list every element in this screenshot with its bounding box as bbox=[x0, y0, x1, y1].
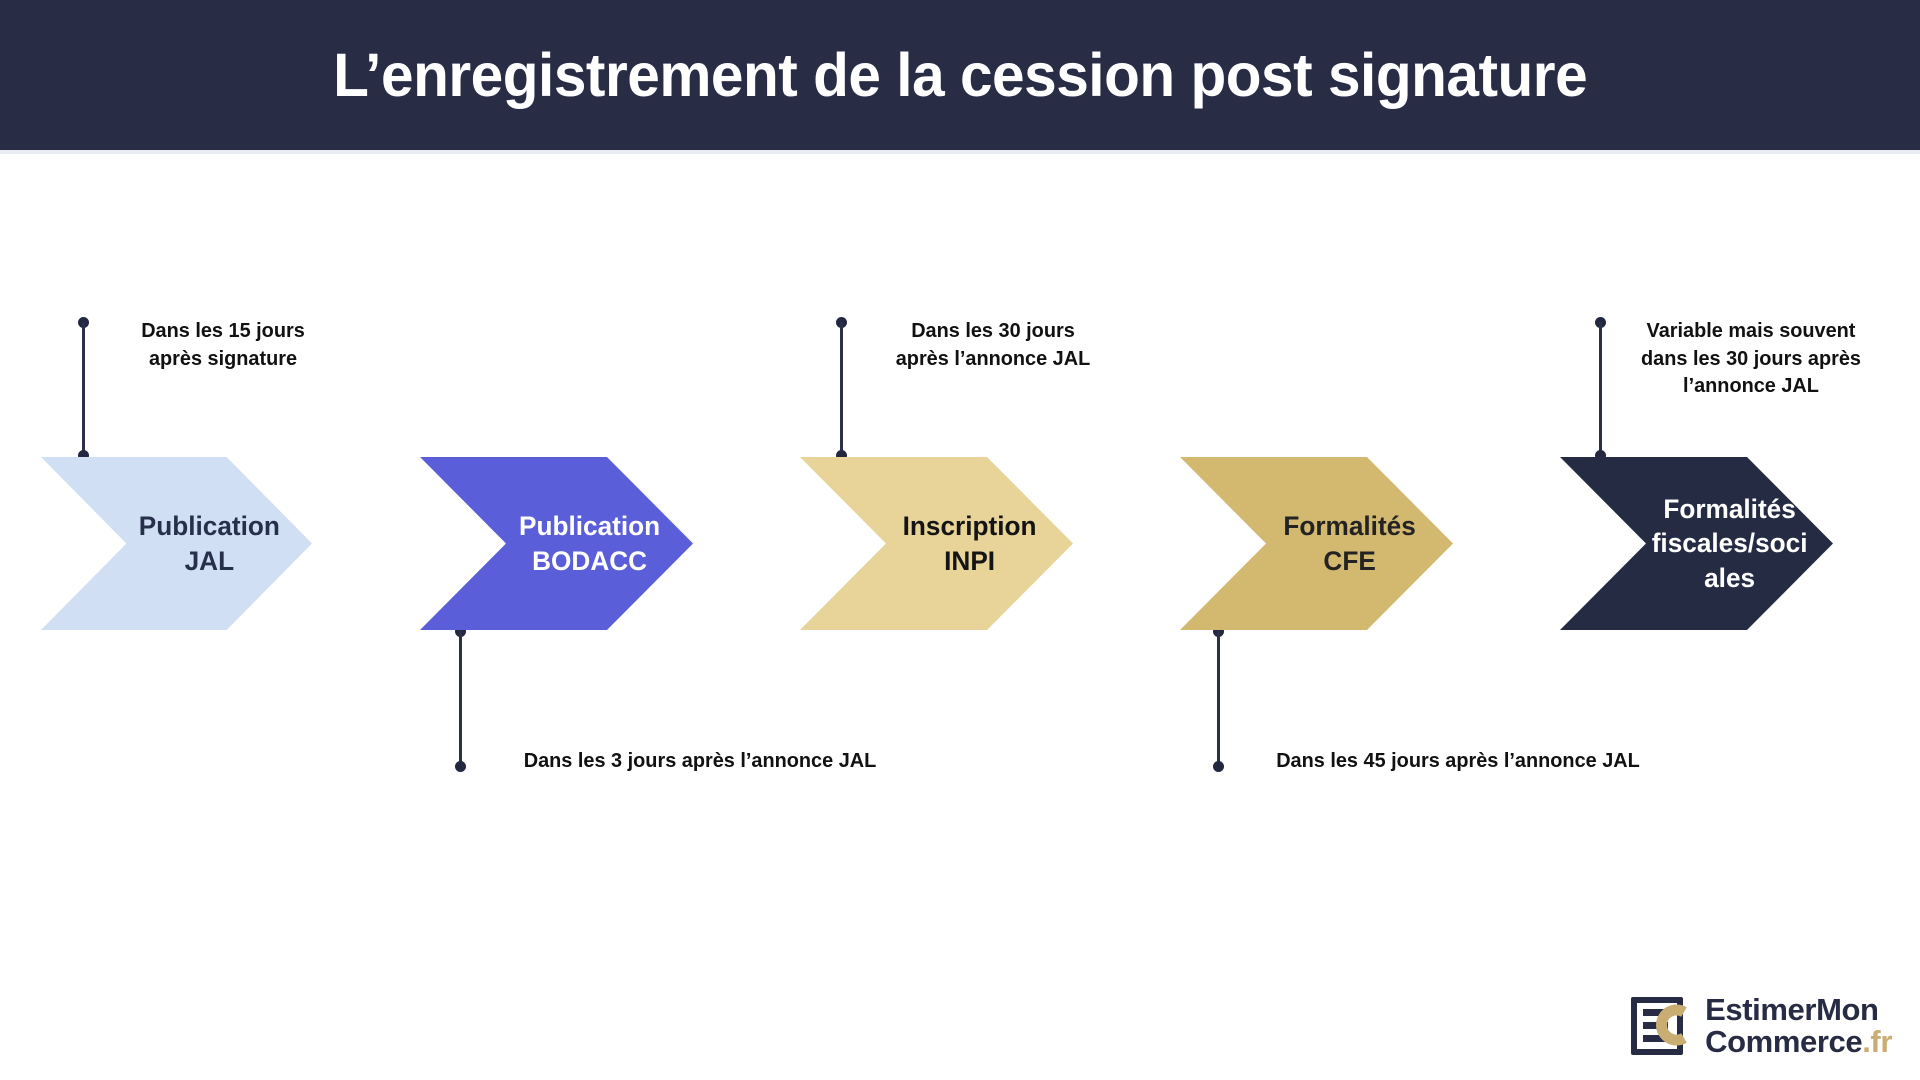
connector-line-step4 bbox=[1217, 631, 1220, 767]
flow-step-formalites-fiscales-sociales[interactable]: Formalités fiscales/soci ales bbox=[1560, 457, 1833, 630]
flow-step-label-line2: JAL bbox=[184, 545, 235, 576]
annotation-step1-line1: Dans les 15 jours bbox=[141, 319, 305, 342]
annotation-step4-line1: Dans les 45 jours après l’annonce JAL bbox=[1276, 749, 1640, 772]
document-frame-icon bbox=[1631, 996, 1684, 1055]
flow-step-formalites-cfe[interactable]: Formalités CFE bbox=[1180, 457, 1453, 630]
annotation-step1-line2: après signature bbox=[148, 346, 298, 370]
flow-step-label-publication-jal: Publication JAL bbox=[45, 509, 308, 578]
flow-step-label-formalites-fiscales-sociales: Formalités fiscales/soci ales bbox=[1564, 492, 1829, 594]
brand-logo-text: EstimerMon Commerce.fr bbox=[1705, 991, 1892, 1059]
brand-logo[interactable]: EstimerMon Commerce.fr bbox=[1631, 991, 1892, 1059]
flow-step-label-line1: Formalités bbox=[1283, 510, 1416, 541]
annotation-step3: Dans les 30 jours après l’annonce JAL bbox=[864, 317, 1122, 372]
flow-step-label-line1: Publication bbox=[519, 510, 661, 541]
brand-logo-line2: Commerce.fr bbox=[1705, 1023, 1892, 1059]
flow-step-label-line2: BODACC bbox=[532, 545, 648, 576]
brand-logo-tld: .fr bbox=[1862, 1023, 1892, 1059]
document-bar-3 bbox=[1643, 1034, 1669, 1042]
connector-dot-step3-bottom bbox=[836, 450, 847, 461]
annotation-step4: Dans les 45 jours après l’annonce JAL bbox=[1254, 747, 1661, 775]
connector-dot-step2-bottom bbox=[455, 761, 466, 772]
annotation-step5-line2: dans les 30 jours après bbox=[1641, 346, 1861, 370]
brand-logo-line1: EstimerMon bbox=[1705, 991, 1879, 1027]
annotation-step1: Dans les 15 jours après signature bbox=[104, 317, 343, 372]
annotation-step2-line1: Dans les 3 jours après l’annonce JAL bbox=[523, 749, 877, 772]
annotation-step3-line1: Dans les 30 jours bbox=[911, 319, 1075, 342]
annotation-step5-line1: Variable mais souvent bbox=[1646, 319, 1856, 342]
flow-step-label-formalites-cfe: Formalités CFE bbox=[1184, 509, 1449, 578]
flow-step-label-line2: INPI bbox=[944, 545, 996, 576]
flow-step-inscription-inpi[interactable]: Inscription INPI bbox=[800, 457, 1073, 630]
connector-line-step1 bbox=[82, 322, 85, 456]
header-divider bbox=[0, 150, 1920, 154]
connector-line-step3 bbox=[840, 322, 843, 456]
gold-c-icon bbox=[1656, 1004, 1687, 1046]
flow-step-label-line1: Inscription bbox=[902, 510, 1037, 541]
annotation-step5: Variable mais souvent dans les 30 jours … bbox=[1624, 317, 1878, 400]
flow-step-label-line2: CFE bbox=[1323, 545, 1376, 576]
annotation-step2: Dans les 3 jours après l’annonce JAL bbox=[496, 747, 903, 775]
flow-step-publication-jal[interactable]: Publication JAL bbox=[41, 457, 312, 630]
flow-step-label-line1: Publication bbox=[138, 510, 280, 541]
flow-step-label-publication-bodacc: Publication BODACC bbox=[424, 509, 689, 578]
document-bar-1 bbox=[1643, 1008, 1669, 1016]
flow-step-label-line2: fiscales/soci bbox=[1651, 528, 1808, 559]
flow-step-label-inscription-inpi: Inscription INPI bbox=[804, 509, 1069, 578]
connector-line-step5 bbox=[1599, 322, 1602, 456]
flow-step-label-line3: ales bbox=[1704, 562, 1756, 593]
connector-dot-step4-bottom bbox=[1213, 761, 1224, 772]
header-banner: L’enregistrement de la cession post sign… bbox=[0, 0, 1920, 150]
connector-line-step2 bbox=[459, 631, 462, 767]
page-title: L’enregistrement de la cession post sign… bbox=[332, 40, 1588, 109]
connector-dot-step5-bottom bbox=[1595, 450, 1606, 461]
document-bar-2 bbox=[1643, 1021, 1669, 1029]
annotation-step5-line3: l’annonce JAL bbox=[1683, 374, 1819, 398]
flow-step-publication-bodacc[interactable]: Publication BODACC bbox=[420, 457, 693, 630]
estimermoncommerce-mark-icon bbox=[1631, 996, 1691, 1055]
connector-dot-step1-bottom bbox=[78, 450, 89, 461]
brand-logo-line2-main: Commerce bbox=[1705, 1023, 1863, 1059]
annotation-step3-line2: après l’annonce JAL bbox=[895, 346, 1091, 370]
flow-step-label-line1: Formalités bbox=[1663, 494, 1796, 525]
